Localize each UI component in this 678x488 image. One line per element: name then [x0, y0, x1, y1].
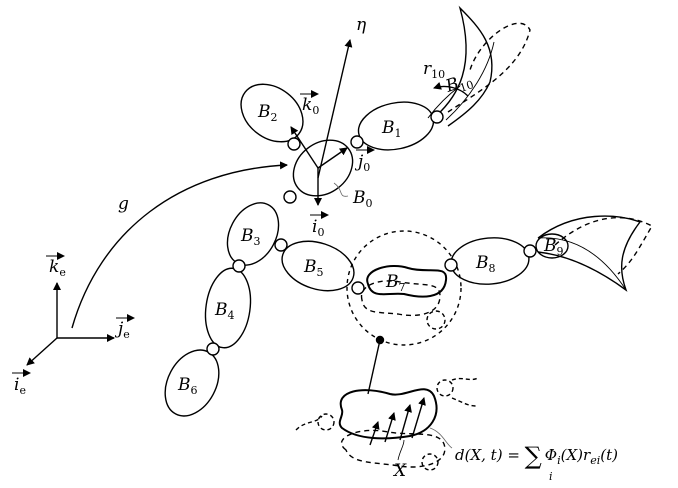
body-B10-wing: [435, 5, 493, 127]
j0-label: j0: [354, 152, 370, 174]
joint-B3-B5: [274, 238, 288, 252]
B0-leader: [333, 182, 349, 197]
zoom-circle: [346, 230, 462, 346]
deformation-arrow-1: [369, 421, 380, 446]
X-label: X: [392, 461, 407, 481]
deformation-arrow-2: [384, 412, 396, 443]
label-B1: B1: [381, 118, 402, 140]
body-B10-wing-dashed: [447, 22, 531, 113]
label-B10: B10: [442, 70, 475, 99]
k0-axis: [290, 126, 319, 169]
formula-index: i: [549, 470, 553, 483]
r10-rotation-arrow: [433, 81, 469, 97]
zoom-left-joint: [317, 413, 335, 431]
g-label: g: [118, 194, 129, 214]
body-B9-wing: [537, 215, 642, 292]
zoom-body: [338, 388, 438, 440]
earth-frame: [26, 282, 115, 366]
g-transform-arrow: [71, 161, 288, 329]
joint-B4-B6: [206, 342, 220, 356]
zoom-left-stub: [295, 415, 323, 431]
zoom-detail: [295, 377, 479, 471]
joint-B7-B8: [444, 258, 458, 272]
label-B6: B6: [177, 375, 198, 397]
r10-label: r10: [423, 59, 445, 81]
body-B7-shape: [366, 265, 448, 298]
zoom-right-stub: [451, 377, 479, 381]
ke-label: ke: [49, 257, 66, 279]
joint-B8-B9: [523, 244, 537, 258]
label-B4: B4: [214, 300, 235, 322]
zoom-anchor-dot: [375, 335, 385, 345]
i0-label: i0: [312, 217, 324, 239]
label-B2: B2: [257, 102, 278, 124]
body-B8-shape: [450, 237, 530, 285]
joint-B0-B2: [287, 137, 301, 151]
eta-axis: [317, 39, 353, 179]
joint-B0-B1: [350, 135, 364, 149]
zoom-bottom-joint: [421, 453, 439, 471]
je-label: je: [114, 319, 130, 341]
label-B3: B3: [240, 226, 261, 248]
body-B9-wing-dashed: [554, 217, 653, 275]
zoom-right-stub-2: [451, 397, 477, 407]
body-B2-shape: [240, 83, 304, 143]
label-B8: B8: [475, 253, 496, 275]
body-B1-shape: [357, 101, 435, 151]
body-B5-shape: [281, 240, 355, 292]
joint-B0-B3: [283, 190, 297, 204]
displacement-formula: d(X, t) = ∑Φi(X)rei(t): [455, 442, 618, 470]
joint-B5-B7: [351, 281, 365, 295]
formula-leader: [429, 427, 453, 449]
zoom-leader: [367, 339, 381, 395]
body-B7-deformed: [360, 280, 441, 317]
zoom-right-joint: [436, 379, 454, 397]
eta-label: η: [356, 15, 367, 35]
joints: [206, 110, 537, 356]
body-B4-shape: [204, 267, 252, 349]
body-B10-wing-inner: [445, 41, 495, 121]
X-leader: [397, 439, 405, 461]
ie-label: ie: [14, 375, 26, 397]
body-B9-wing-inner: [537, 237, 627, 291]
deformation-arrow-3: [399, 404, 412, 441]
body-B9-base: [535, 233, 569, 259]
label-B5: B5: [303, 257, 324, 279]
joint-B1-B10: [430, 110, 444, 124]
deformation-arrow-4: [411, 397, 426, 439]
j0-axis: [317, 147, 348, 169]
label-B0: B0: [352, 188, 373, 210]
zoom-body-deformed: [340, 429, 446, 468]
B7-small-dashed-circle: [426, 310, 446, 330]
body-B6-shape: [164, 349, 220, 417]
k0-label: k0: [302, 95, 319, 117]
label-B7: B7: [385, 272, 406, 294]
labels: η g r10 k0 j0 i0 ke je ie B0 B1 B2 B3 B4…: [12, 15, 618, 483]
ie-axis: [26, 337, 58, 366]
label-B9: B9: [543, 236, 564, 258]
joint-B3-B4: [232, 259, 246, 273]
